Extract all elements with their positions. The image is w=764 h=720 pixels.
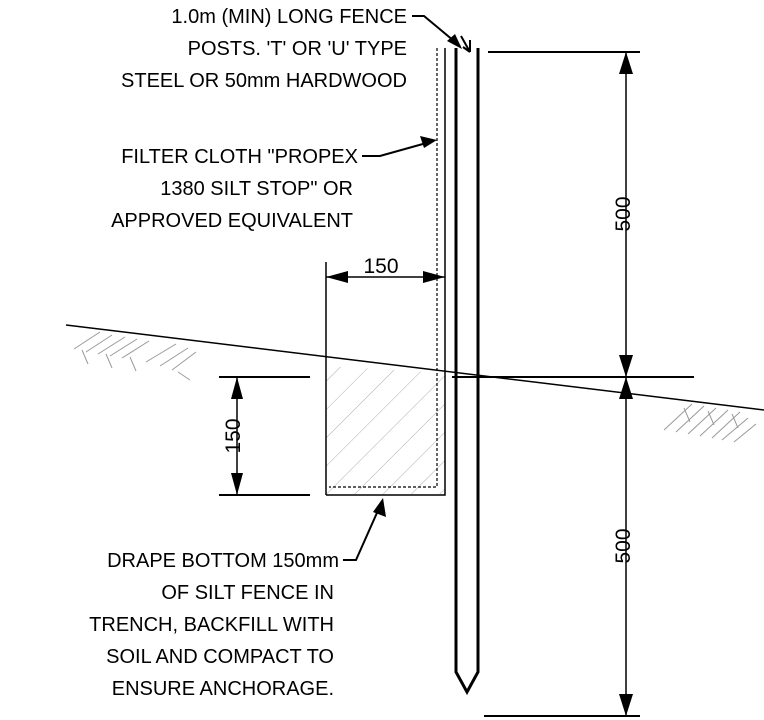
filter-cloth-solid — [326, 48, 446, 496]
callout-drape-line-4: SOIL AND COMPACT TO — [106, 646, 334, 668]
callout-drape-line-1: DRAPE BOTTOM 150mm — [107, 550, 339, 572]
leader-drape — [343, 498, 386, 561]
leader-posts — [412, 15, 462, 49]
dim-post-above-ground: 500 — [612, 196, 635, 231]
dim-post-below-ground: 500 — [612, 528, 635, 563]
callout-fence-posts: 1.0m (MIN) LONG FENCE POSTS. 'T' OR 'U' … — [121, 6, 407, 92]
callout-filter-cloth-line-3: APPROVED EQUIVALENT — [111, 210, 353, 232]
post-dimension-arrows — [619, 52, 633, 716]
ground-hatch-left — [73, 331, 197, 381]
ground-hatch-right — [663, 403, 757, 443]
callout-drape-line-5: ENSURE ANCHORAGE. — [112, 678, 334, 700]
dim-trench-width: 150 — [363, 255, 398, 278]
callout-fence-posts-line-3: STEEL OR 50mm HARDWOOD — [121, 70, 407, 92]
filter-cloth-dashed — [329, 48, 438, 488]
post-top-arrow — [460, 35, 471, 53]
callout-fence-posts-line-2: POSTS. 'T' OR 'U' TYPE — [188, 38, 407, 60]
fence-post — [454, 48, 480, 696]
trench-depth-arrows — [231, 377, 243, 495]
ground-line — [65, 324, 764, 411]
dim-trench-depth: 150 — [222, 418, 245, 453]
trench-width-arrows — [326, 271, 445, 283]
callout-filter-cloth-line-1: FILTER CLOTH "PROPEX — [121, 146, 358, 168]
callout-drape-line-2: OF SILT FENCE IN — [161, 582, 334, 604]
callout-filter-cloth-line-2: 1380 SILT STOP" OR — [160, 178, 353, 200]
callout-drape-line-3: TRENCH, BACKFILL WITH — [89, 614, 334, 636]
callout-filter-cloth: FILTER CLOTH "PROPEX 1380 SILT STOP" OR … — [111, 146, 358, 232]
callout-fence-posts-line-1: 1.0m (MIN) LONG FENCE — [171, 6, 407, 28]
leader-cloth — [362, 136, 437, 157]
callout-drape-bottom: DRAPE BOTTOM 150mm OF SILT FENCE IN TREN… — [89, 550, 339, 700]
trench-backfill-hatch — [326, 366, 445, 494]
